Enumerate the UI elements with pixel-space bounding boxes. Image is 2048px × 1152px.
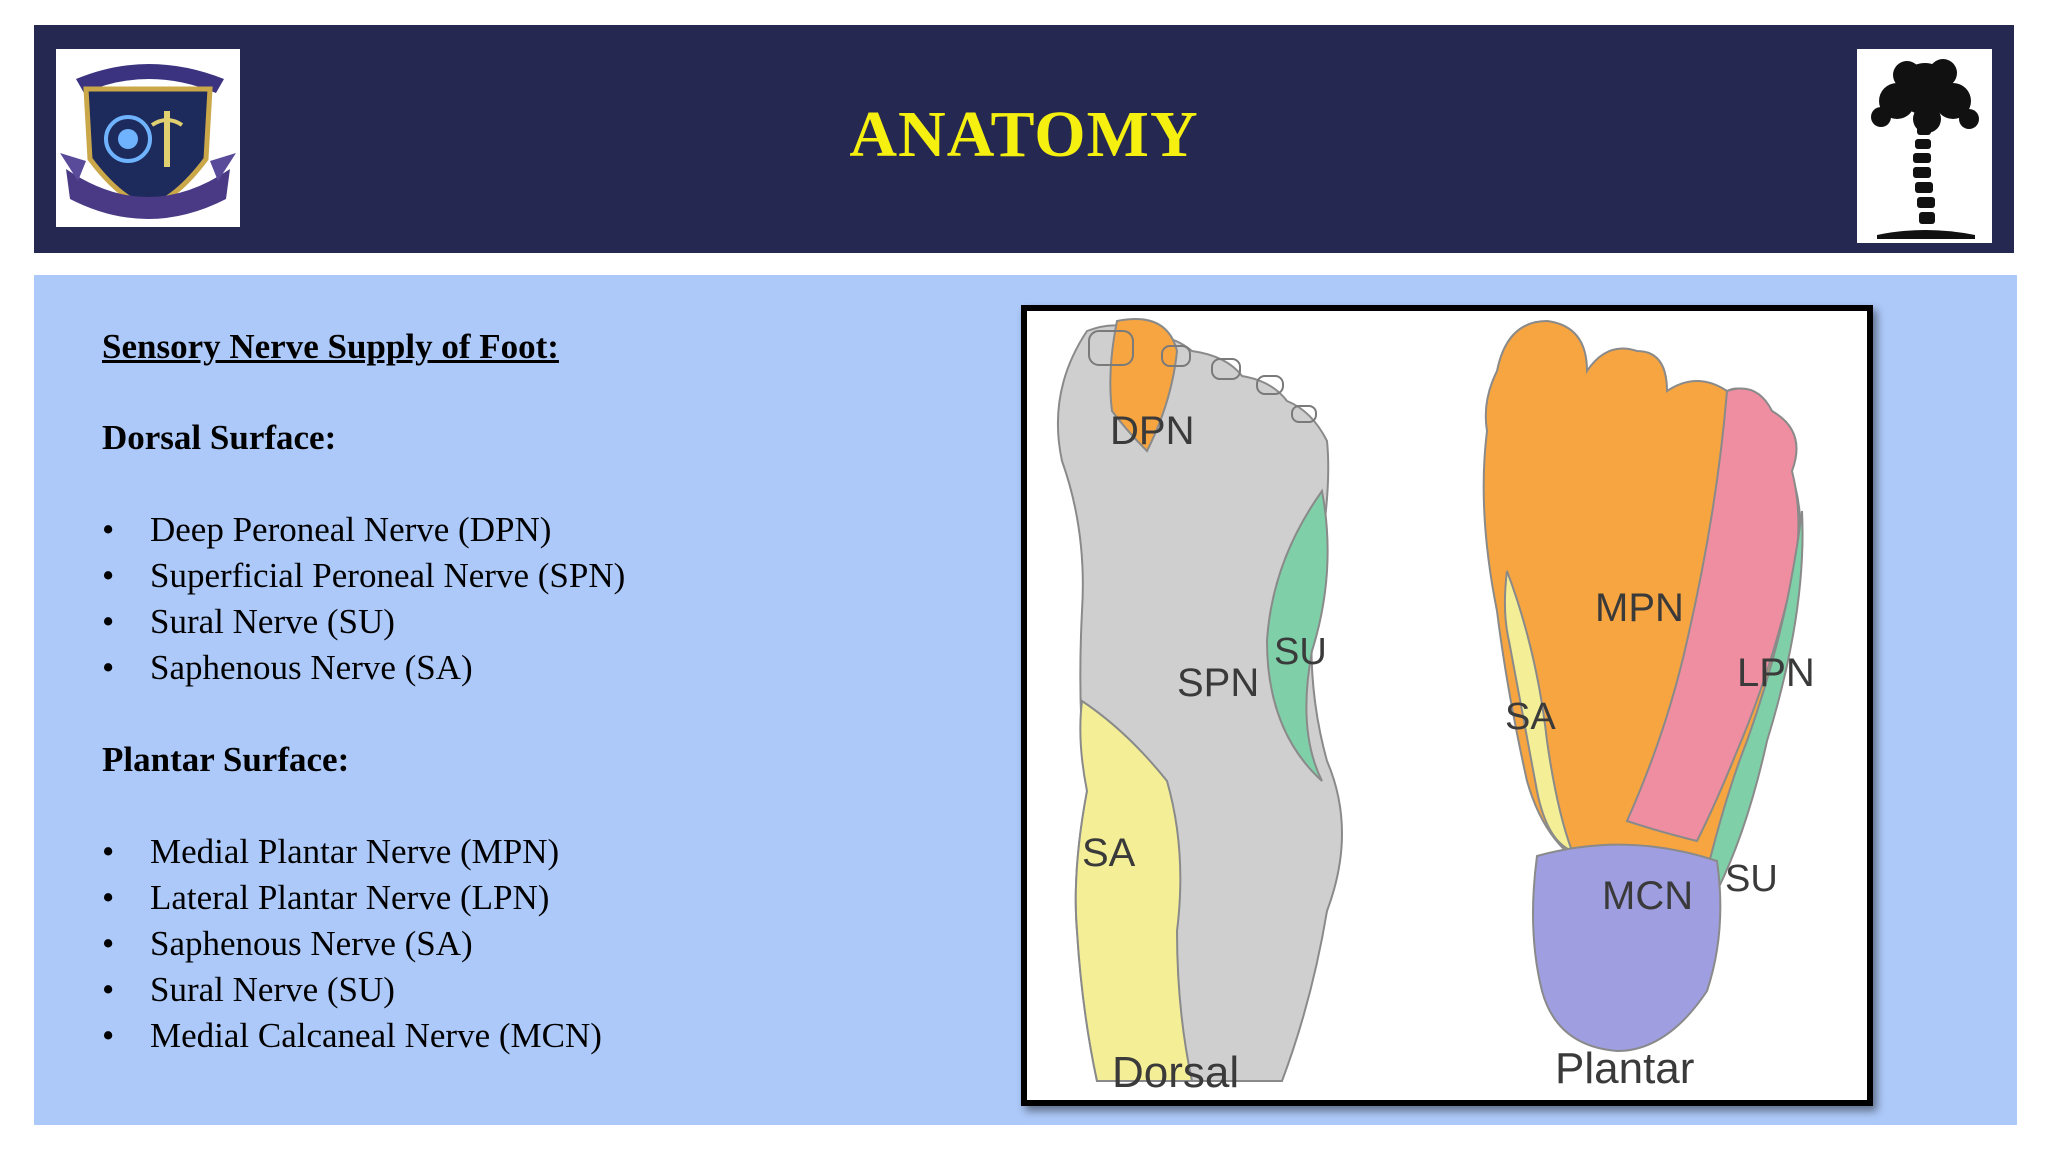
dorsal-su-region: [1265, 488, 1329, 782]
dorsal-dpn-region: [1109, 318, 1179, 453]
list-item: Deep Peroneal Nerve (DPN): [102, 507, 1002, 553]
dorsal-sa-region: [1074, 699, 1194, 1082]
plantar-heading: Plantar Surface:: [102, 740, 350, 779]
plantar-caption: Plantar: [1555, 1044, 1694, 1093]
plantar-lpn-region: [1625, 387, 1800, 843]
list-item: Saphenous Nerve (SA): [102, 921, 1002, 967]
label-su-plantar: SU: [1725, 858, 1778, 900]
plantar-foot: [1482, 319, 1804, 1053]
dorsal-caption: Dorsal: [1112, 1048, 1239, 1097]
tree-spine-icon: [1871, 59, 1979, 239]
list-item: Medial Plantar Nerve (MPN): [102, 829, 1002, 875]
list-item: Saphenous Nerve (SA): [102, 645, 1002, 691]
slide-content: Sensory Nerve Supply of Foot: Dorsal Sur…: [34, 275, 2017, 1125]
list-item: Sural Nerve (SU): [102, 599, 1002, 645]
dorsal-list: Deep Peroneal Nerve (DPN) Superficial Pe…: [102, 507, 1002, 691]
list-item: Superficial Peroneal Nerve (SPN): [102, 553, 1002, 599]
label-dpn: DPN: [1110, 409, 1194, 453]
list-item: Sural Nerve (SU): [102, 967, 1002, 1013]
main-heading: Sensory Nerve Supply of Foot:: [102, 327, 559, 366]
plantar-sa-region: [1503, 570, 1574, 853]
label-lpn: LPN: [1737, 651, 1815, 695]
college-logo: [56, 49, 240, 227]
list-item: Medial Calcaneal Nerve (MCN): [102, 1013, 1002, 1059]
foot-nerve-diagram: DPN SPN SU SA MPN LPN SA SU MCN Dorsal P…: [1021, 305, 1873, 1106]
slide-header: ANATOMY: [34, 25, 2014, 253]
dorsal-foot: [1056, 318, 1343, 1082]
label-mpn: MPN: [1595, 586, 1684, 630]
label-su-dorsal: SU: [1274, 631, 1327, 673]
label-sa-dorsal: SA: [1082, 831, 1136, 875]
label-spn: SPN: [1177, 661, 1259, 705]
label-sa-plantar: SA: [1505, 696, 1556, 738]
plantar-mcn-region: [1532, 843, 1722, 1053]
plantar-list: Medial Plantar Nerve (MPN) Lateral Plant…: [102, 829, 1002, 1059]
dorsal-heading: Dorsal Surface:: [102, 418, 337, 457]
text-column: Sensory Nerve Supply of Foot: Dorsal Sur…: [102, 325, 1002, 1059]
list-item: Lateral Plantar Nerve (LPN): [102, 875, 1002, 921]
label-mcn: MCN: [1602, 874, 1693, 918]
tree-logo: [1857, 49, 1992, 243]
slide-title: ANATOMY: [849, 98, 1199, 171]
college-seal-icon: [60, 64, 236, 219]
